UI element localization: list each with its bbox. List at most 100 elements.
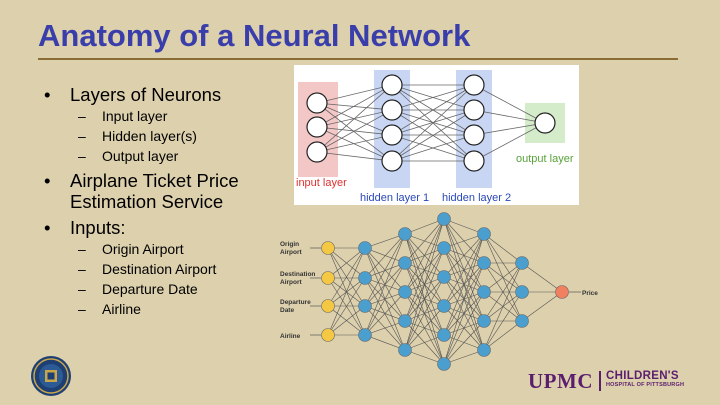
- connection-line: [473, 84, 546, 124]
- sub-bullet-marker: –: [78, 108, 86, 124]
- sub-bullet-text: Output layer: [102, 148, 179, 164]
- connection-line: [364, 233, 406, 336]
- hidden-layer-1-label: hidden layer 1: [360, 192, 429, 204]
- connection-line: [443, 320, 485, 365]
- connection-line: [404, 334, 445, 351]
- node: [358, 328, 372, 342]
- node: [358, 299, 372, 313]
- connection-line: [391, 84, 475, 136]
- bullet-text: Airplane Ticket Price Estimation Service: [70, 170, 239, 212]
- connection-line: [483, 291, 523, 351]
- connection-line: [483, 262, 523, 351]
- input-label-line1: Origin: [280, 241, 299, 248]
- connection-line: [521, 262, 563, 293]
- connection-line: [316, 102, 393, 162]
- sub-bullet-text: Destination Airport: [102, 261, 217, 277]
- connection-line: [364, 233, 406, 307]
- node: [555, 285, 569, 299]
- connection-line: [521, 291, 563, 322]
- connection-line: [316, 84, 393, 153]
- connection-line: [443, 349, 485, 365]
- neuron: [463, 74, 485, 96]
- connection-line: [443, 233, 485, 307]
- input-label-line2: Airport: [280, 249, 303, 256]
- connection-line: [443, 233, 485, 365]
- title-divider: [38, 58, 678, 60]
- connection-line: [316, 109, 393, 153]
- node: [398, 256, 412, 270]
- sub-bullet-marker: –: [78, 301, 86, 317]
- neuron: [381, 150, 403, 172]
- neuron: [306, 92, 328, 114]
- neuron: [381, 99, 403, 121]
- node: [437, 299, 451, 313]
- sub-bullet-item: –Hidden layer(s): [0, 126, 290, 146]
- neuron: [306, 141, 328, 163]
- bullet-text: Inputs:: [70, 217, 126, 238]
- connection-line: [483, 262, 523, 293]
- connection-line: [316, 151, 393, 162]
- sub-bullet-text: Input layer: [102, 108, 168, 124]
- node: [477, 285, 491, 299]
- connection-line: [404, 305, 445, 351]
- connection-line: [404, 218, 445, 264]
- sub-bullet-marker: –: [78, 281, 86, 297]
- neuron: [306, 116, 328, 138]
- connection-line: [483, 262, 523, 322]
- node: [358, 241, 372, 255]
- node: [437, 212, 451, 226]
- connection-line: [364, 334, 406, 351]
- node: [321, 328, 335, 342]
- neuron: [463, 99, 485, 121]
- node: [477, 314, 491, 328]
- sub-bullet-text: Airline: [102, 301, 141, 317]
- connection-line: [473, 122, 546, 162]
- connection-line: [364, 262, 406, 336]
- connection-line: [443, 233, 485, 278]
- connection-line: [443, 233, 485, 336]
- node: [398, 227, 412, 241]
- connection-line: [364, 233, 406, 279]
- node: [321, 299, 335, 313]
- logo-line-2: HOSPITAL OF PITTSBURGH: [605, 382, 685, 388]
- connection-line: [404, 247, 445, 351]
- sub-bullet-marker: –: [78, 261, 86, 277]
- bullet-marker: •: [44, 84, 51, 105]
- neuron: [463, 124, 485, 146]
- connection-line: [404, 218, 445, 235]
- bullet-item: •Airplane Ticket Price Estimation Servic…: [0, 170, 290, 212]
- connection-line: [404, 218, 445, 322]
- bullet-item: • Layers of Neurons: [0, 84, 290, 105]
- bullet-text: Layers of Neurons: [70, 84, 222, 105]
- node: [437, 328, 451, 342]
- node: [358, 271, 372, 285]
- node: [437, 270, 451, 284]
- university-seal-icon: [31, 356, 71, 396]
- bullet-list: •Layers of Neurons–Input layer–Hidden la…: [0, 84, 290, 323]
- connection-line: [364, 291, 406, 336]
- connection-line: [404, 218, 445, 293]
- connection-line: [391, 134, 475, 162]
- neuron: [463, 150, 485, 172]
- sub-bullet-marker: –: [78, 241, 86, 257]
- connection-line: [473, 109, 546, 124]
- connection-line: [443, 291, 485, 365]
- node: [515, 285, 529, 299]
- node: [515, 256, 529, 270]
- input-layer-label: input layer: [296, 177, 347, 189]
- output-layer-label: output layer: [516, 153, 574, 165]
- output-price-label: Price: [582, 290, 598, 297]
- connection-line: [316, 84, 393, 104]
- connection-line: [316, 102, 393, 111]
- input-label-line2: Airport: [280, 279, 303, 286]
- connection-line: [473, 122, 546, 136]
- connection-line: [391, 84, 475, 111]
- sub-bullet-item: –Origin Airport: [0, 239, 290, 259]
- connection-line: [404, 218, 445, 351]
- connection-line: [316, 134, 393, 153]
- node: [437, 357, 451, 371]
- connection-line: [327, 247, 366, 307]
- connection-line: [364, 277, 406, 351]
- node: [398, 285, 412, 299]
- node: [515, 314, 529, 328]
